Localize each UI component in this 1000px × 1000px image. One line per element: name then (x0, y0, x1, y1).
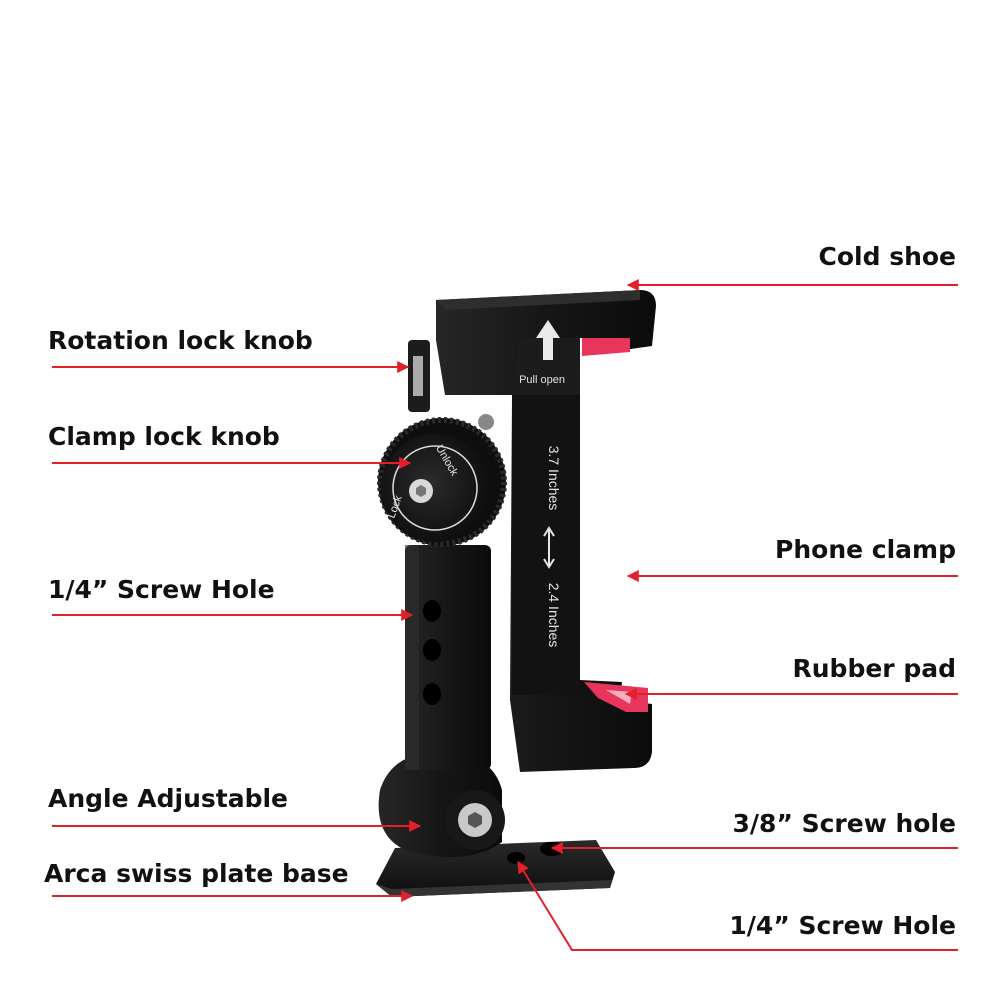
arm-screw-hole-1 (423, 600, 441, 622)
arm-screw-hole-3 (423, 683, 441, 705)
range-min-marking: 2.4 Inches (546, 583, 562, 648)
label-quarter-screw-hole-right: 1/4” Screw Hole (729, 911, 956, 940)
label-rubber-pad: Rubber pad (792, 654, 957, 683)
clamp-side-screw (478, 414, 494, 430)
clamp-lock-knob: Unlock Lock (377, 417, 507, 547)
callout-lines (52, 279, 958, 951)
label-rotation-lock-knob: Rotation lock knob (48, 326, 313, 355)
phone-mount-device: Pull open 3.7 Inches 2.4 Inches Unlock L… (376, 290, 656, 897)
label-cold-shoe: Cold shoe (818, 242, 957, 271)
arm-screw-hole-2 (423, 639, 441, 661)
label-quarter-screw-hole-left: 1/4” Screw Hole (48, 575, 275, 604)
mount-arm (405, 545, 491, 770)
pull-open-marking: Pull open (519, 374, 565, 386)
callout-line-quarter-screw-hole-right (517, 860, 958, 951)
range-arrow-icon (543, 526, 555, 569)
label-phone-clamp: Phone clamp (775, 535, 956, 564)
label-angle-adjustable: Angle Adjustable (48, 784, 289, 813)
rubber-pad-top (582, 338, 630, 356)
label-arca-base: Arca swiss plate base (44, 859, 349, 888)
pull-open-arrow-icon (536, 320, 560, 360)
label-three-eighth-screw-hole: 3/8” Screw hole (732, 809, 956, 838)
quarter-inch-hole-base (507, 852, 525, 864)
range-max-marking: 3.7 Inches (546, 446, 562, 511)
label-clamp-lock-knob: Clamp lock knob (48, 422, 280, 451)
